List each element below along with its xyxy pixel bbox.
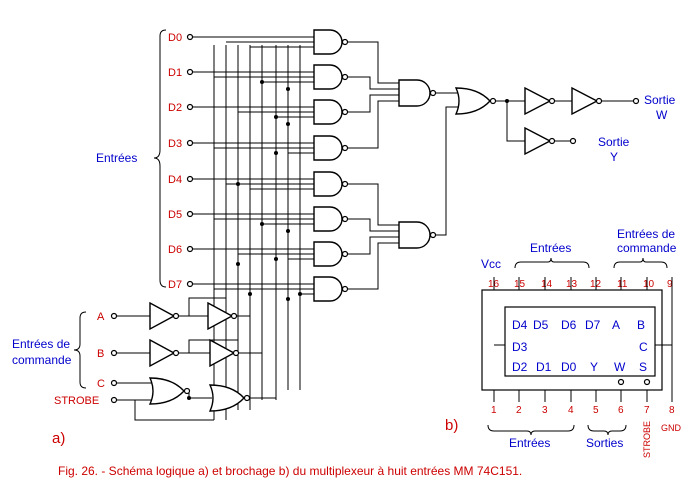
pin-4: 4 (568, 405, 574, 416)
bottom-inputs-label: Entrées (509, 436, 550, 450)
input-d1-label: D1 (168, 67, 182, 79)
vcc-label: Vcc (481, 257, 501, 271)
pin-name-w: W (614, 360, 626, 374)
pinout-diagram: Vcc Entrées Entrées de commande 16 15 14… (445, 227, 682, 458)
output-y-label-1: Sortie (598, 135, 630, 149)
control-brace (73, 311, 87, 389)
pin-name-d6: D6 (561, 318, 577, 332)
pin-3: 3 (542, 405, 548, 416)
inverter-out-w (571, 86, 599, 116)
pin-name-a: A (612, 318, 620, 332)
pin-name-d4: D4 (512, 318, 528, 332)
ctrl-strobe-label: STROBE (54, 395, 99, 407)
nand-gate-0 (313, 29, 343, 55)
pin-name-d0: D0 (561, 360, 577, 374)
top-command-label-2: commande (617, 241, 677, 255)
nor-gate-c (148, 377, 185, 405)
control-group-label-1: Entrées de (12, 337, 70, 351)
pin-name-d7: D7 (585, 318, 601, 332)
nand-gate-3 (313, 135, 343, 161)
nand-gate-2 (313, 99, 343, 125)
nand-gate-6 (313, 241, 343, 267)
input-d7-label: D7 (168, 279, 182, 291)
top-inputs-label: Entrées (530, 241, 571, 255)
pin-15: 15 (514, 279, 526, 290)
nor-gate-strobe (208, 384, 245, 412)
nand-gate-4 (313, 171, 343, 197)
panel-b-label: b) (445, 417, 458, 434)
nand-gate-7 (313, 276, 343, 302)
pin-name-d3: D3 (512, 340, 528, 354)
pin-13: 13 (566, 279, 578, 290)
inverter-b-2 (209, 338, 236, 368)
nand-gate-low (398, 221, 431, 249)
pin-9: 9 (667, 279, 673, 290)
inverter-a-1 (149, 301, 176, 331)
ctrl-a-label: A (97, 311, 105, 323)
gnd-label: GND (661, 423, 682, 433)
pin-8: 8 (669, 405, 675, 416)
pin-name-y: Y (590, 360, 598, 374)
output-w-label-1: Sortie (644, 93, 676, 107)
bottom-inputs-brace (487, 424, 575, 436)
input-d5-label: D5 (168, 209, 182, 221)
pin-14: 14 (541, 279, 553, 290)
nand-gate-1 (313, 64, 343, 90)
input-d2-label: D2 (168, 102, 182, 114)
input-terminals (186, 33, 194, 288)
pin-7: 7 (644, 405, 650, 416)
bottom-outputs-brace (587, 424, 627, 436)
pin-name-d1: D1 (536, 360, 552, 374)
output-w-label-2: W (656, 108, 668, 122)
inputs-group-label: Entrées (96, 151, 137, 165)
pin-1: 1 (491, 405, 497, 416)
ctrl-b-label: B (97, 348, 104, 360)
figure-caption: Fig. 26. - Schéma logique a) et brochage… (58, 464, 522, 478)
inverter-b-1 (149, 338, 176, 368)
nand-gates-stage1 (313, 29, 349, 302)
pin-name-s: S (639, 360, 647, 374)
top-inputs-brace (514, 257, 590, 269)
ctrl-c-label: C (97, 378, 105, 390)
top-command-brace (613, 257, 668, 269)
inverter-out-y (524, 126, 552, 156)
data-lines (193, 36, 314, 285)
chip-body (504, 306, 656, 377)
logic-schematic: D0 D1 D2 D3 D4 D5 D6 D7 Entrées Entrées … (12, 29, 676, 447)
panel-a-label: a) (52, 430, 65, 447)
pin-name-b: B (637, 318, 645, 332)
control-group-label-2: commande (12, 353, 72, 367)
inverter-out-1 (524, 86, 552, 116)
strobe-pin-label: STROBE (642, 421, 652, 458)
top-command-label-1: Entrées de (617, 227, 675, 241)
input-d3-label: D3 (168, 138, 182, 150)
pin-10: 10 (643, 279, 655, 290)
pin-11: 11 (617, 279, 628, 290)
nand-gate-5 (313, 206, 343, 232)
inputs-brace (153, 29, 167, 288)
inverter-a-2 (207, 301, 234, 331)
input-d0-label: D0 (168, 32, 182, 44)
input-d4-label: D4 (168, 174, 182, 186)
nand-gate-high (398, 79, 431, 107)
pin-name-d5: D5 (533, 318, 549, 332)
pin-2: 2 (516, 405, 522, 416)
pin-name-c: C (639, 340, 648, 354)
output-y-label-2: Y (610, 150, 618, 164)
input-d6-label: D6 (168, 244, 182, 256)
pin-name-d2: D2 (512, 360, 528, 374)
pin-6: 6 (618, 405, 624, 416)
pin-5: 5 (593, 405, 599, 416)
nor-gate-output (454, 87, 491, 115)
bottom-outputs-label: Sorties (586, 436, 623, 450)
